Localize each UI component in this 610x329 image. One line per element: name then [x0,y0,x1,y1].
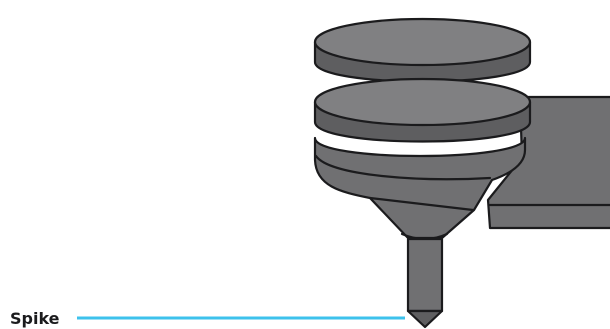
upper-disc [313,17,532,83]
spike-label: Spike [10,309,60,328]
lower-disc [313,77,532,143]
cone-housing [313,136,527,241]
spike [406,237,444,329]
